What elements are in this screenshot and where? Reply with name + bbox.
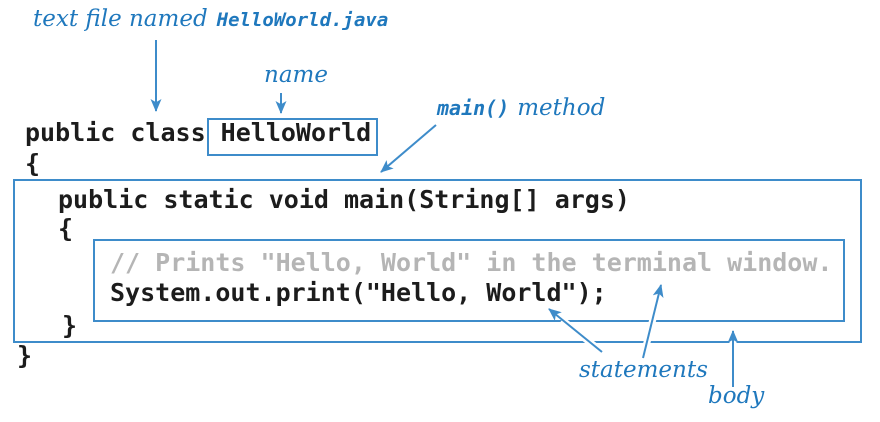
- class-body-box: [13, 179, 862, 343]
- code-line-main-close-brace: }: [62, 311, 78, 340]
- code-line-comment: // Prints "Hello, World" in the terminal…: [110, 248, 833, 277]
- statements-label: statements: [579, 357, 708, 383]
- file-name-text: HelloWorld.java: [216, 9, 389, 31]
- file-name-label: text file named HelloWorld.java: [33, 6, 389, 32]
- name-label: name: [264, 62, 328, 88]
- code-line-main-open-brace: {: [58, 214, 74, 243]
- main-method-serif-text: method: [517, 95, 606, 121]
- body-label: body: [708, 383, 765, 409]
- main-method-label: main() method: [437, 95, 606, 121]
- code-line-open-brace: {: [25, 149, 41, 178]
- code-line-main-signature: public static void main(String[] args): [58, 185, 630, 214]
- class-name-box: [207, 118, 378, 156]
- code-line-class-declaration: public class HelloWorld: [25, 118, 372, 147]
- main-method-mono-text: main(): [437, 96, 510, 120]
- code-line-print-statement: System.out.print("Hello, World");: [110, 278, 607, 307]
- file-label-text: text file named: [33, 6, 208, 32]
- statements-box: [93, 239, 845, 322]
- arrow-main-method-label: [380, 124, 437, 173]
- code-line-close-brace: }: [17, 341, 33, 370]
